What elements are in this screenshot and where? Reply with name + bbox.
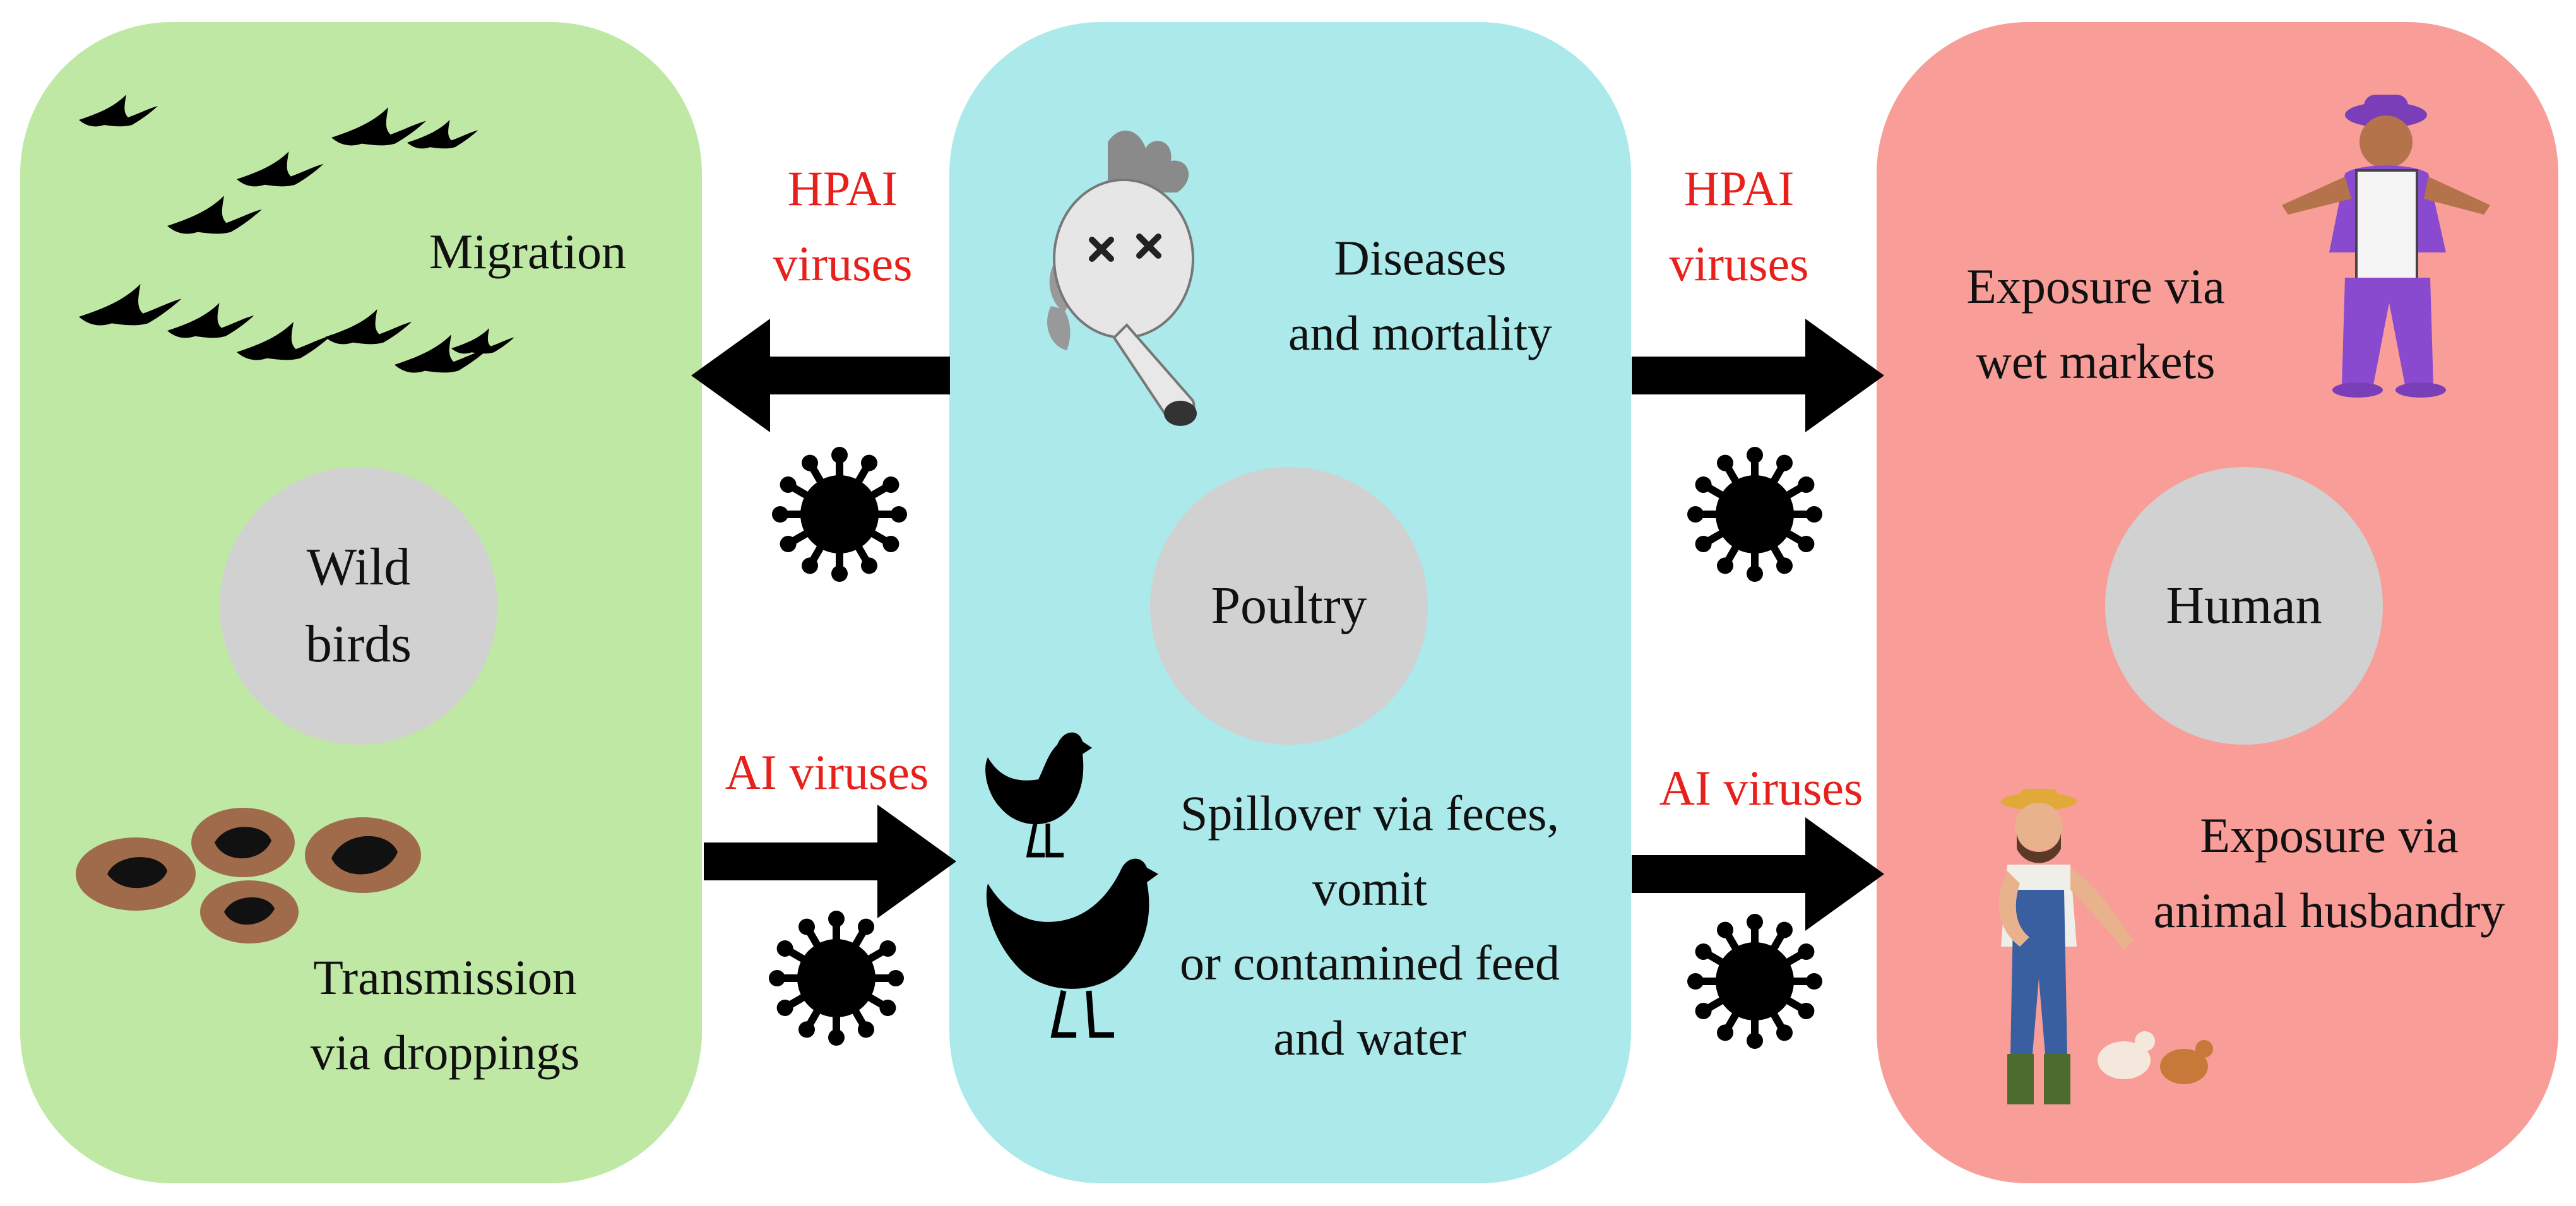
virus-icon <box>769 911 904 1046</box>
arrow-poultry-to-wild <box>691 319 950 432</box>
poultry-label: Poultry <box>1211 576 1367 636</box>
husbandry-label: Exposure via animal husbandry <box>2153 808 2505 938</box>
arrow-poultry-to-human-top <box>1632 319 1884 432</box>
farmer-icon <box>1998 789 2213 1104</box>
virus-icon <box>1687 914 1822 1049</box>
human-label: Human <box>2166 576 2322 636</box>
hpai-label-left: HPAI viruses <box>773 161 913 291</box>
arrow-poultry-to-human-bottom <box>1632 817 1884 931</box>
ai-label-left: AI viruses <box>725 745 929 800</box>
diseases-label: Diseases and mortality <box>1288 230 1553 360</box>
hens-icon <box>985 732 1158 1038</box>
spillover-label: Spillover via feces, vomit or contamined… <box>1179 786 1560 1065</box>
flying-birds-icon <box>79 95 514 373</box>
dead-chicken-icon <box>1047 130 1197 426</box>
virus-icon <box>772 447 907 582</box>
human-circle: Human <box>2105 467 2383 745</box>
ai-label-right: AI viruses <box>1659 760 1863 815</box>
migration-label: Migration <box>429 224 626 279</box>
transmission-label: Transmission via droppings <box>310 950 580 1080</box>
virus-icon <box>1687 447 1822 582</box>
poultry-circle: Poultry <box>1150 467 1428 745</box>
wet-markets-label: Exposure via wet markets <box>1966 259 2225 389</box>
hpai-label-right: HPAI viruses <box>1669 161 1809 291</box>
wild-birds-circle: Wild birds <box>220 467 497 745</box>
wild-birds-label: Wild birds <box>306 538 412 673</box>
market-vendor-icon <box>2282 95 2490 398</box>
bird-droppings-icon <box>76 808 421 943</box>
arrow-wild-to-poultry <box>704 805 956 918</box>
